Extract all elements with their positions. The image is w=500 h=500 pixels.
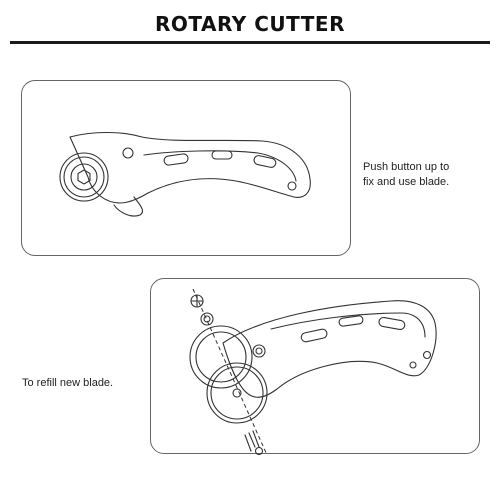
cutter-exploded-illustration [189,288,437,455]
step-panel-refill [150,278,480,455]
cutter-assembled-illustration [59,132,311,217]
step-1-caption-line-2: fix and use blade. [363,176,450,188]
step-2-caption: To refill new blade. [22,377,114,389]
step-1-caption-line-1: Push button up to [363,161,450,173]
step-1-caption: Push button up to fix and use blade. [363,160,483,190]
page-title: ROTARY CUTTER [155,12,345,36]
step-panel-assembled [21,80,351,256]
title-divider [10,41,490,44]
